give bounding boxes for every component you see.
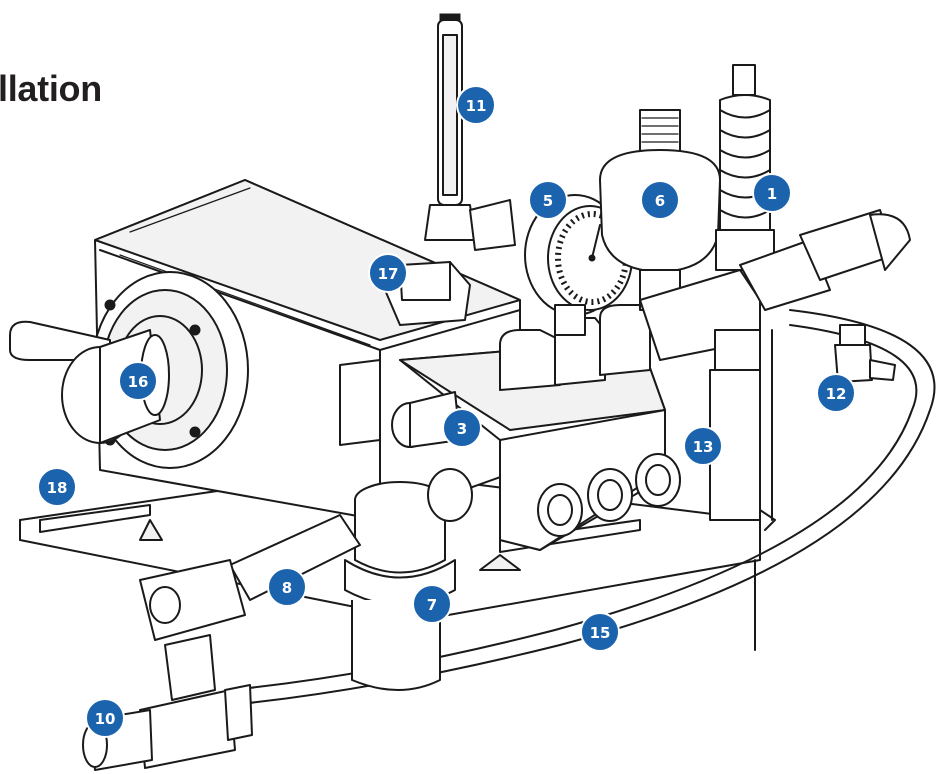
callout-badge [752,173,792,213]
callout-badge [816,373,856,413]
callout-15: 15 [580,612,620,652]
callout-number: 5 [543,192,553,210]
callout-10: 10 [85,698,125,738]
callout-13: 13 [683,426,723,466]
callout-11: 11 [456,85,496,125]
callout-3: 3 [442,408,482,448]
callout-number: 12 [826,385,847,403]
callout-badge [85,698,125,738]
callout-16: 16 [118,361,158,401]
relief-valve [709,329,776,651]
callout-badge [580,612,620,652]
hose-barb-fitting [834,324,896,383]
callout-number: 18 [47,479,68,497]
callout-17: 17 [368,253,408,293]
callout-number: 15 [590,624,611,642]
callout-number: 17 [378,265,399,283]
callout-5: 5 [528,180,568,220]
callout-number: 13 [693,438,714,456]
callout-number: 8 [282,579,292,597]
callout-number: 3 [457,420,467,438]
callout-6: 6 [640,180,680,220]
callout-badge [456,85,496,125]
unloader-valve [715,64,775,271]
callout-badge [528,180,568,220]
callout-badge [37,467,77,507]
inlet-tee [82,684,253,771]
callout-number: 10 [95,710,116,728]
inlet-pipe [139,514,361,701]
callout-badge [683,426,723,466]
callout-12: 12 [816,373,856,413]
callout-number: 6 [655,192,665,210]
callout-badge [118,361,158,401]
page-title: llation [0,68,102,109]
callout-7: 7 [412,584,452,624]
inlet-filter [344,481,456,691]
callout-number: 11 [466,97,487,115]
callout-badge [412,584,452,624]
sight-glass [424,13,516,251]
callout-badge [640,180,680,220]
callout-badge [368,253,408,293]
callout-8: 8 [267,567,307,607]
callout-number: 16 [128,373,149,391]
callout-badge [267,567,307,607]
callout-number: 7 [427,596,437,614]
callout-badge [442,408,482,448]
callout-1: 1 [752,173,792,213]
callout-18: 18 [37,467,77,507]
callout-number: 1 [767,185,777,203]
